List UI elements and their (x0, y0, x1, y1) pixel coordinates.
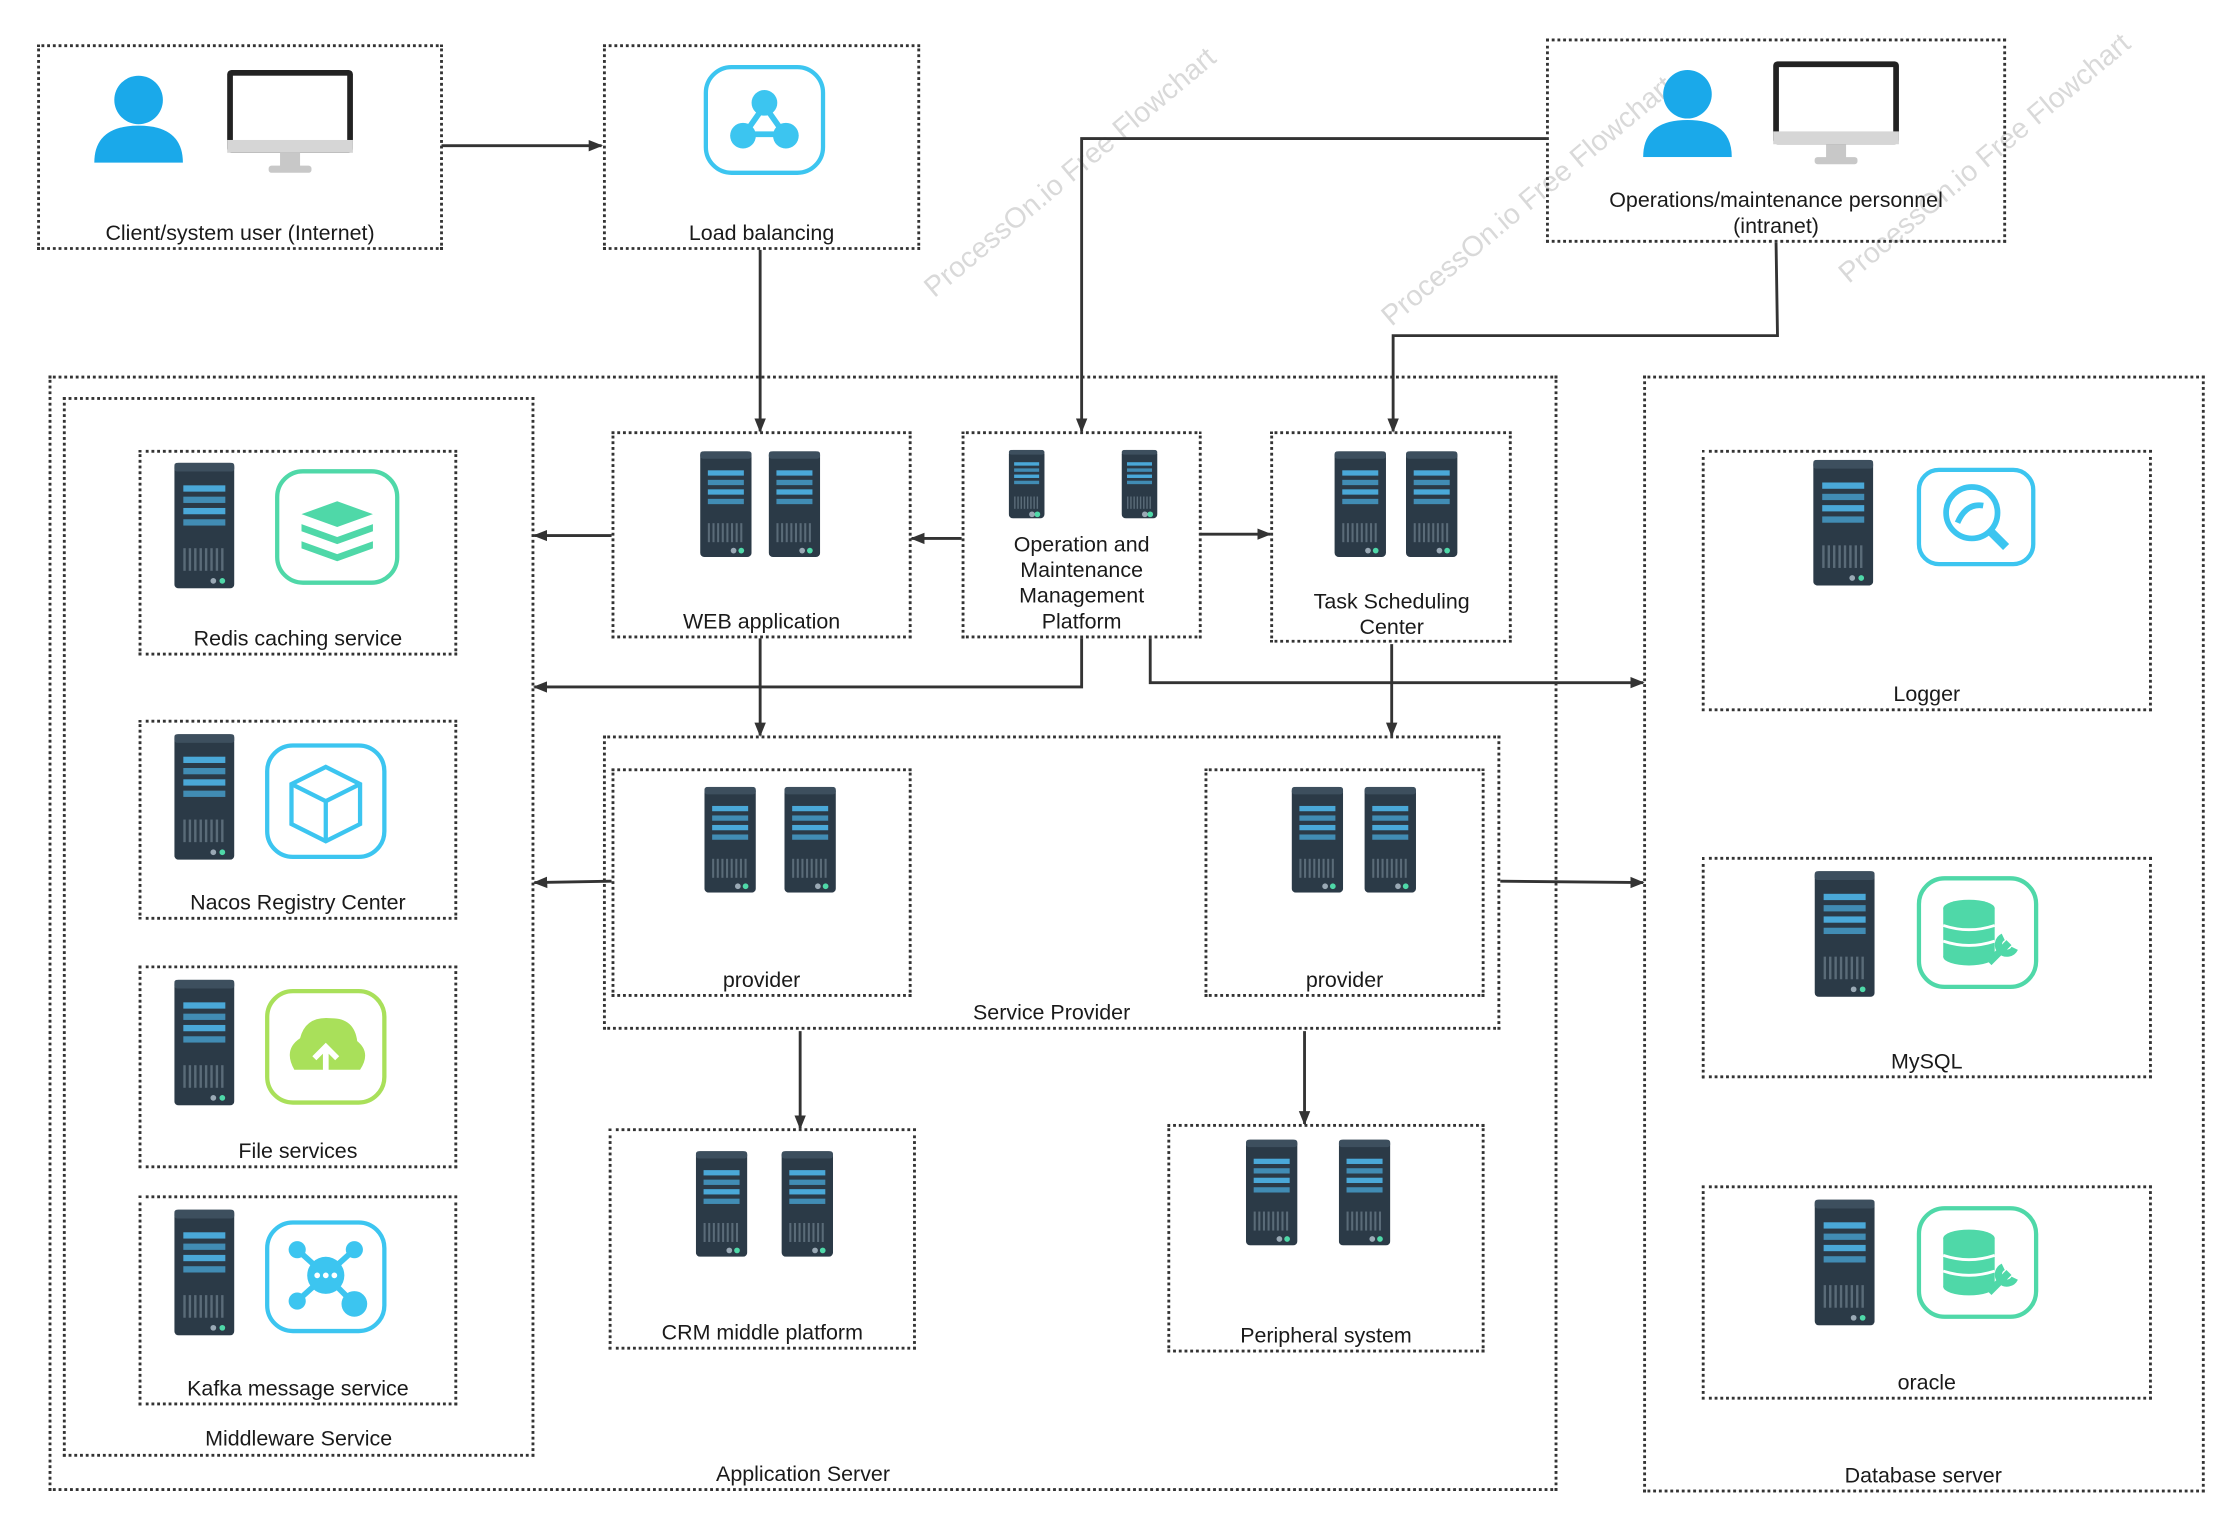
server-icon (1338, 1139, 1391, 1253)
server-icon (1405, 451, 1458, 564)
logger-search-icon (1916, 467, 2036, 567)
peripheral-label: Peripheral system (1240, 1323, 1412, 1349)
arrow-ops-to-platform (1075, 137, 1547, 433)
middleware-title: Middleware Service (205, 1426, 393, 1452)
cube-icon (265, 743, 387, 860)
monitor-icon (227, 69, 353, 173)
load-balancing-label: Load balancing (688, 221, 835, 246)
nacos-label: Nacos Registry Center (190, 891, 406, 916)
ops-platform-box (961, 431, 1202, 639)
server-icon (1121, 449, 1158, 526)
user-icon (94, 75, 183, 163)
mysql-database-icon (1916, 876, 2039, 990)
ops-personnel-label: Operations/maintenance personnel (intran… (1609, 188, 1943, 239)
middleware-box (62, 397, 535, 1457)
server-icon (695, 1151, 748, 1264)
arrow-platform-to-db (1148, 638, 1645, 689)
arrow-provider-to-middleware (532, 876, 612, 889)
task-scheduling-box (1270, 431, 1512, 643)
server-icon (1813, 459, 1874, 593)
crm-label: CRM middle platform (661, 1321, 863, 1346)
provider-right-box (1204, 768, 1485, 997)
oracle-label: oracle (1897, 1371, 1956, 1396)
server-icon (1814, 871, 1875, 1004)
provider-left-label: provider (722, 968, 801, 993)
server-icon (768, 451, 821, 564)
server-icon (1814, 1199, 1875, 1333)
task-scheduling-label: Task Scheduling Center (1313, 589, 1470, 640)
logger-label: Logger (1893, 682, 1961, 707)
server-icon (174, 734, 235, 867)
web-application-label: WEB application (682, 609, 841, 635)
application-server-title: Application Server (716, 1462, 890, 1487)
load-balancer-icon (703, 64, 826, 175)
client-box (37, 44, 443, 250)
server-icon (1291, 786, 1344, 900)
application-server-box (48, 375, 1558, 1492)
kafka-box (138, 1195, 458, 1406)
server-icon (1334, 451, 1386, 564)
database-server-title: Database server (1844, 1463, 2002, 1489)
cloud-upload-icon (265, 989, 387, 1105)
server-icon (174, 1209, 235, 1343)
service-provider-box (602, 735, 1501, 1030)
server-icon (174, 979, 235, 1113)
redis-icon (275, 469, 400, 585)
load-balancing-box (602, 44, 921, 250)
server-icon (1364, 786, 1416, 900)
provider-right-label: provider (1305, 968, 1384, 993)
client-label: Client/system user (Internet) (105, 221, 375, 246)
nacos-box (138, 719, 458, 920)
crm-box (608, 1128, 916, 1350)
oracle-box (1701, 1185, 2152, 1400)
server-icon (174, 462, 235, 596)
oracle-database-icon (1916, 1206, 2039, 1319)
ops-platform-label: Operation and Maintenance Management Pla… (1013, 532, 1150, 635)
logger-box (1701, 449, 2152, 712)
server-icon (1245, 1139, 1298, 1253)
database-server-box (1643, 375, 2205, 1493)
server-icon (784, 786, 836, 900)
user-icon (1643, 69, 1732, 158)
redis-box (138, 449, 458, 656)
mysql-box (1701, 856, 2152, 1079)
ops-personnel-box (1546, 38, 2007, 243)
server-icon (1008, 449, 1045, 526)
file-services-label: File services (238, 1139, 358, 1164)
provider-left-box (611, 768, 912, 997)
service-provider-title: Service Provider (973, 1001, 1131, 1026)
arrow-ops-to-task (1387, 242, 1779, 433)
file-services-box (138, 965, 458, 1169)
kafka-label: Kafka message service (187, 1376, 409, 1402)
arrow-provider-to-db (1500, 876, 1645, 889)
monitor-icon (1773, 61, 1899, 165)
mysql-label: MySQL (1891, 1049, 1963, 1074)
kafka-icon (265, 1220, 387, 1334)
arrow-platform-to-middleware (532, 638, 1084, 693)
server-icon (781, 1151, 834, 1264)
server-icon (700, 451, 752, 564)
server-icon (704, 786, 756, 900)
peripheral-box (1167, 1123, 1485, 1353)
redis-label: Redis caching service (193, 626, 403, 652)
web-application-box (611, 431, 912, 639)
